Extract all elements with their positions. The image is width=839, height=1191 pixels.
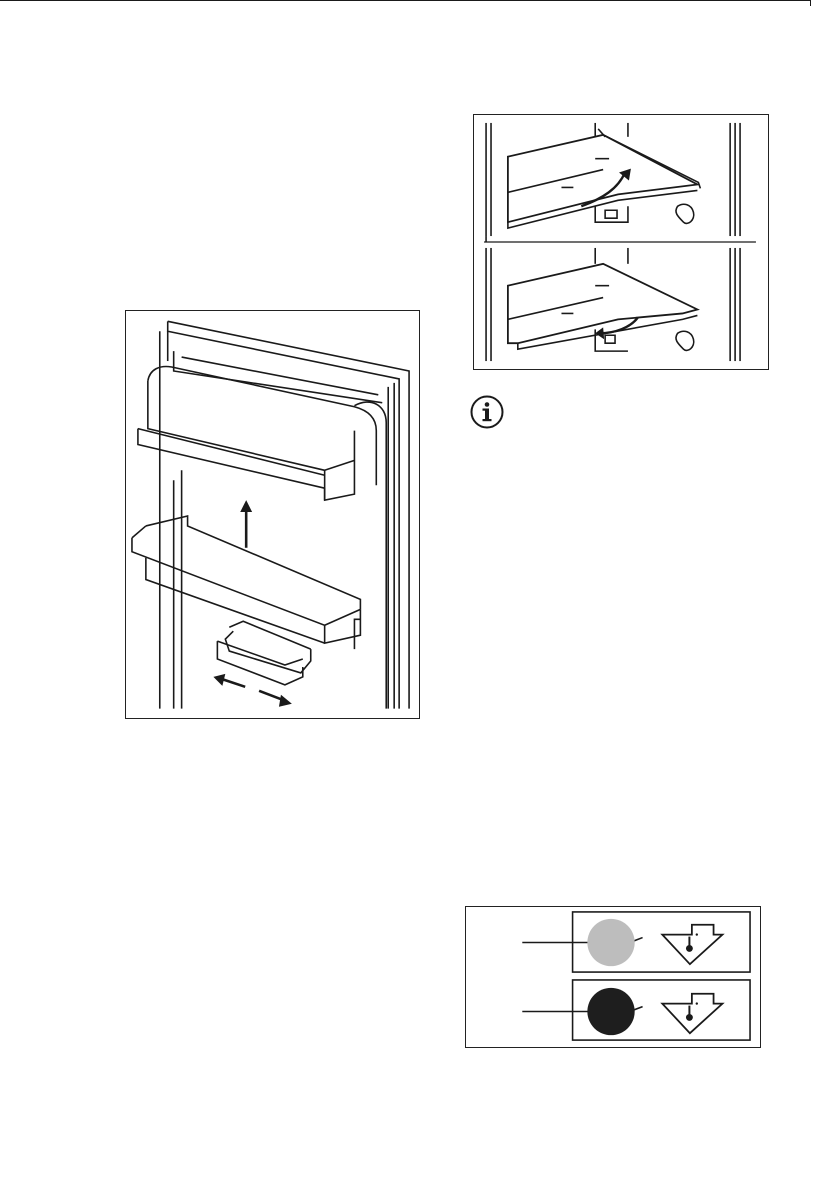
page-top-rule: [0, 0, 810, 1]
glass-shelf-figure: [473, 114, 769, 370]
temperature-indicator-figure: [465, 906, 761, 1048]
door-shelf-figure: [125, 310, 420, 719]
page-top-tick: [810, 0, 811, 6]
glass-shelf-illustration: [474, 115, 768, 369]
indicator-light-circle: [587, 919, 634, 966]
door-shelf-illustration: [126, 311, 419, 718]
temperature-indicator-illustration: [466, 907, 760, 1047]
indicator-dark-circle: [587, 988, 634, 1035]
info-icon: [470, 395, 504, 429]
